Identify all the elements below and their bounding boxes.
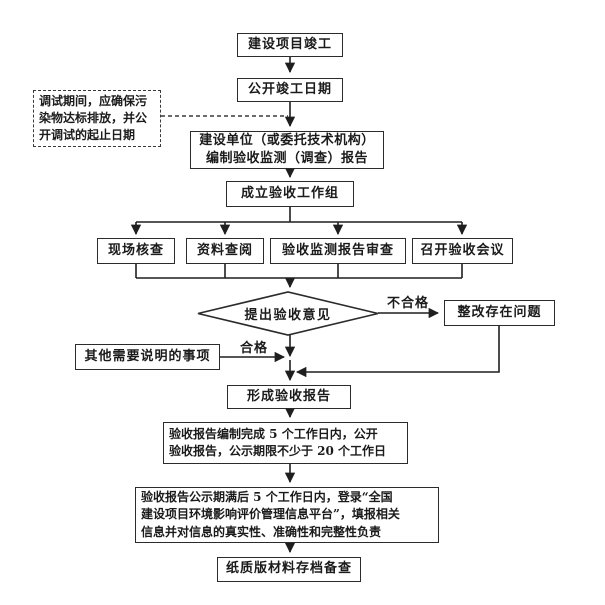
node-document-review: 资料查阅 bbox=[186, 238, 264, 264]
node-publicize-report: 验收报告编制完成 5 个工作日内，公开 验收报告，公示期限不少于 20 个工作日 bbox=[163, 422, 408, 464]
edge-label-pass: 合格 bbox=[240, 341, 269, 356]
decision-acceptance-opinion: 提出验收意见 bbox=[244, 308, 332, 323]
flow-lines bbox=[130, 57, 500, 554]
node-site-inspection: 现场核查 bbox=[97, 238, 175, 264]
node-acceptance-meeting: 召开验收会议 bbox=[412, 238, 513, 264]
edge-label-fail: 不合格 bbox=[387, 296, 430, 311]
node-project-completion: 建设项目竣工 bbox=[237, 33, 343, 57]
note-commissioning-period: 调试期间，应确保污 染物达标排放，并公 开调试的起止日期 bbox=[33, 90, 161, 147]
node-online-platform: 验收报告公示期满后 5 个工作日内，登录“全国 建设项目环境影响评价管理信息平台… bbox=[135, 487, 439, 543]
node-archive-paper-materials: 纸质版材料存档备查 bbox=[217, 557, 361, 582]
node-other-matters: 其他需要说明的事项 bbox=[75, 344, 220, 370]
decision-diamond-shape bbox=[197, 291, 379, 336]
node-form-acceptance-report: 形成验收报告 bbox=[227, 385, 351, 409]
node-form-workgroup: 成立验收工作组 bbox=[226, 181, 354, 207]
node-publish-completion-date: 公开竣工日期 bbox=[237, 78, 343, 102]
node-monitor-report-review: 验收监测报告审查 bbox=[270, 238, 406, 264]
node-prepare-monitoring-report: 建设单位（或委托技术机构） 编制验收监测（调查）报告 bbox=[190, 131, 384, 169]
node-rectify-problems: 整改存在问题 bbox=[444, 300, 555, 326]
